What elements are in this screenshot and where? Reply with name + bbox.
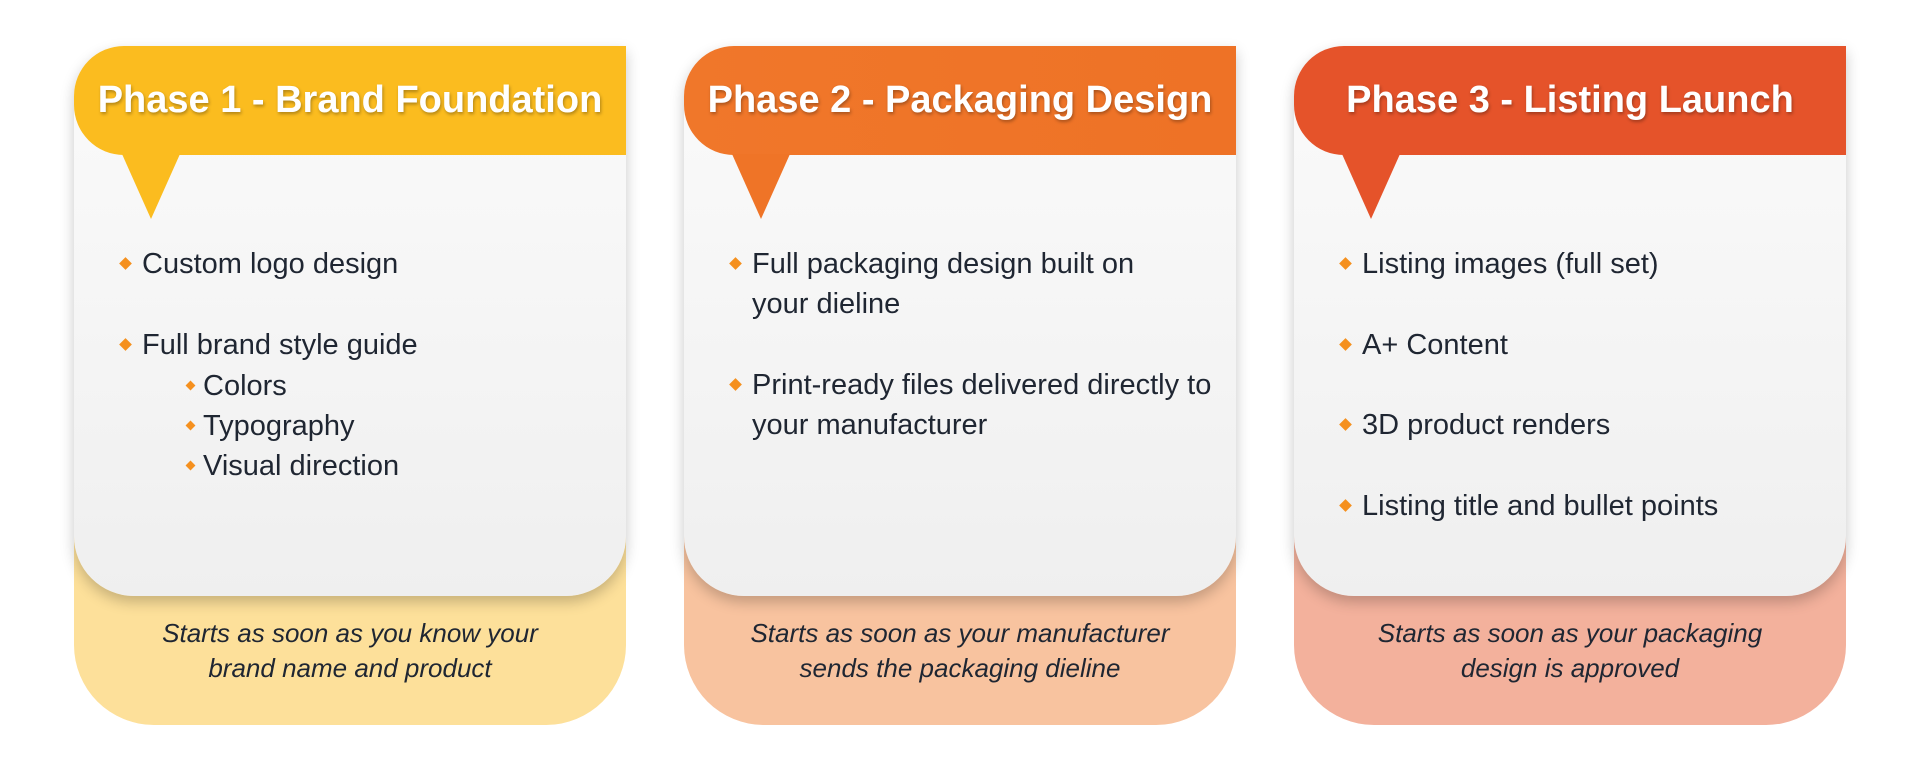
- item-text: Print-ready files delivered directly to …: [752, 369, 1212, 441]
- item-text: Listing title and bullet points: [1362, 490, 1719, 522]
- item-text: Listing images (full set): [1362, 248, 1659, 280]
- phase-1-start-note: Starts as soon as you know your brand na…: [162, 618, 538, 683]
- sub-list-item: Colors: [185, 366, 287, 406]
- phase-2-card: Phase 2 - Packaging Design Full packagin…: [684, 46, 1236, 725]
- list-item: 3D product renders: [1339, 405, 1822, 445]
- speech-pointer-icon: [122, 154, 180, 219]
- sub-list-item: Typography: [185, 406, 355, 446]
- phase-3-card: Phase 3 - Listing Launch Listing images …: [1294, 46, 1846, 725]
- item-text: Full packaging design built on your diel…: [752, 248, 1135, 320]
- sub-list-item: Visual direction: [185, 446, 400, 486]
- phase-2-title: Phase 2 - Packaging Design: [707, 79, 1213, 121]
- phase-1-title: Phase 1 - Brand Foundation: [97, 79, 603, 121]
- phase-1-card: Phase 1 - Brand Foundation Custom logo d…: [74, 46, 626, 725]
- list-item: Full packaging design built on your diel…: [729, 244, 1192, 324]
- list-item: Custom logo design: [119, 244, 582, 284]
- list-item: Full brand style guide: [119, 325, 582, 365]
- list-item: Print-ready files delivered directly to …: [729, 365, 1212, 445]
- list-item: Listing title and bullet points: [1339, 486, 1822, 526]
- item-text: Custom logo design: [142, 248, 399, 280]
- item-text: Visual direction: [203, 450, 400, 482]
- item-text: 3D product renders: [1362, 409, 1611, 441]
- item-text: A+ Content: [1362, 329, 1508, 361]
- speech-pointer-icon: [732, 154, 790, 219]
- phase-3-header: Phase 3 - Listing Launch: [1294, 46, 1846, 155]
- list-item: A+ Content: [1339, 325, 1822, 365]
- phase-2-start-note: Starts as soon as your manufacturer send…: [750, 618, 1170, 683]
- item-text: Typography: [203, 410, 355, 442]
- list-item: Listing images (full set): [1339, 244, 1822, 284]
- phase-3-title: Phase 3 - Listing Launch: [1346, 79, 1794, 121]
- phase-1-header: Phase 1 - Brand Foundation: [74, 46, 626, 155]
- item-text: Full brand style guide: [142, 329, 418, 361]
- item-text: Colors: [203, 370, 287, 402]
- phase-3-start-note: Starts as soon as your packaging design …: [1377, 618, 1763, 683]
- phase-2-header: Phase 2 - Packaging Design: [684, 46, 1236, 155]
- speech-pointer-icon: [1342, 154, 1400, 219]
